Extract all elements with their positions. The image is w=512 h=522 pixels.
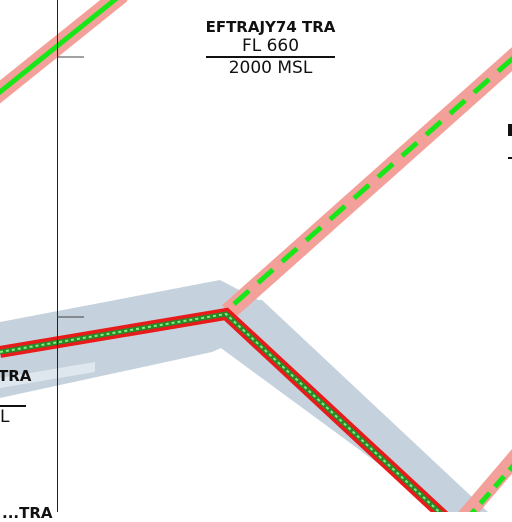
route-diagonal-dashed[interactable] xyxy=(222,47,512,319)
airspace-label-partial-left[interactable]: TRA xyxy=(0,367,38,385)
airspace-corridor xyxy=(0,280,488,512)
airspace-label-eftrajy74[interactable]: EFTRAJY74 TRA FL 660 2000 MSL xyxy=(198,18,343,78)
upper-limit: FL 660 xyxy=(241,36,300,56)
grid-line xyxy=(57,0,84,512)
airspace-name: TRA xyxy=(0,367,32,385)
offscreen-label-fragment xyxy=(508,124,512,159)
route-upper-left[interactable] xyxy=(0,0,128,104)
airspace-name: EFTRAJY74 TRA xyxy=(205,18,336,36)
airspace-label-partial-bottom[interactable]: ...TRA xyxy=(2,504,122,522)
airspace-name: ...TRA xyxy=(2,504,53,522)
lower-limit-partial: L xyxy=(0,405,26,427)
route-main[interactable] xyxy=(0,307,449,512)
route-lower-right[interactable] xyxy=(458,449,512,512)
lower-limit: 2000 MSL xyxy=(206,56,335,78)
lower-limit: L xyxy=(0,407,10,427)
